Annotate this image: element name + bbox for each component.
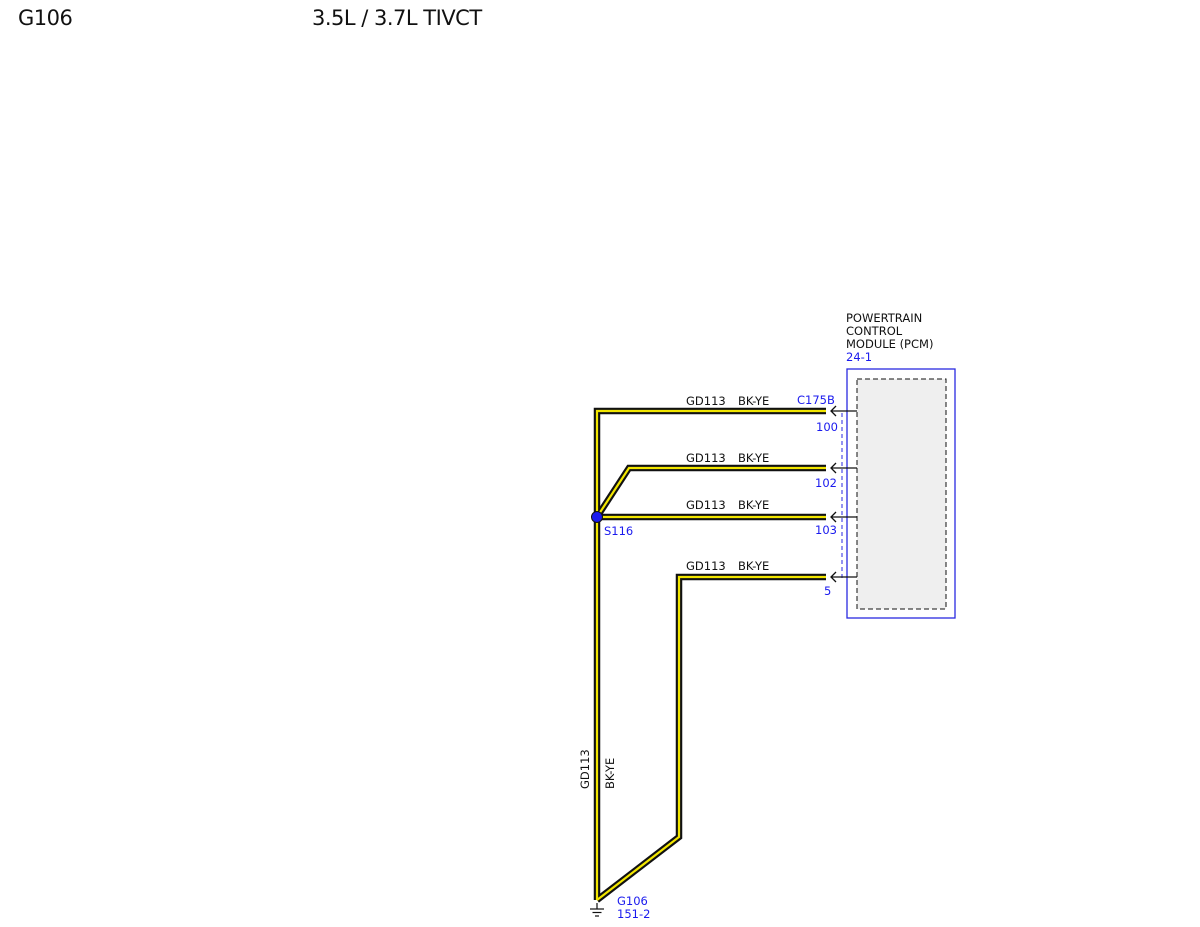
vertical-wire-color: BK-YE bbox=[603, 758, 617, 789]
splice-dot[interactable] bbox=[591, 511, 603, 523]
wire-4-color: BK-YE bbox=[738, 559, 769, 573]
pin-5-label: 5 bbox=[824, 584, 831, 598]
wire-pin-5-inner bbox=[596, 575, 826, 901]
module-name-line-2: CONTROL bbox=[846, 324, 903, 338]
wire-2-circuit: GD113 bbox=[686, 451, 726, 465]
ground-id-title: G106 bbox=[18, 6, 73, 30]
wire-pin-100-outer[interactable] bbox=[593, 407, 826, 900]
module-name-line-3: MODULE (PCM) bbox=[846, 337, 933, 351]
pcm-module-box[interactable] bbox=[846, 368, 956, 619]
wire-1-color: BK-YE bbox=[738, 394, 769, 408]
vertical-wire-circuit: GD113 bbox=[578, 749, 592, 789]
wire-3-color: BK-YE bbox=[738, 498, 769, 512]
pin-arrow-icon bbox=[830, 511, 857, 523]
wire-3-circuit: GD113 bbox=[686, 498, 726, 512]
module-ref: 24-1 bbox=[846, 350, 872, 364]
wire-pin-5-outer[interactable] bbox=[595, 573, 826, 903]
pin-103-label: 103 bbox=[815, 523, 837, 537]
ground-ref-label: 151-2 bbox=[617, 907, 650, 921]
engine-title: 3.5L / 3.7L TIVCT bbox=[312, 6, 482, 30]
pcm-module-inner bbox=[856, 378, 947, 610]
wire-2-color: BK-YE bbox=[738, 451, 769, 465]
pin-arrows bbox=[830, 405, 857, 583]
connector-id[interactable]: C175B bbox=[797, 393, 835, 407]
pin-arrow-icon bbox=[830, 405, 857, 417]
pin-arrow-icon bbox=[830, 571, 857, 583]
wire-pin-102-inner bbox=[596, 466, 826, 518]
ground-id-label[interactable]: G106 bbox=[617, 894, 648, 908]
module-name-line-1: POWERTRAIN bbox=[846, 311, 922, 325]
pin-arrow-icon bbox=[830, 462, 857, 474]
ground-icon bbox=[590, 903, 604, 917]
wire-pin-100-inner bbox=[595, 409, 826, 900]
wire-1-circuit: GD113 bbox=[686, 394, 726, 408]
splice-label[interactable]: S116 bbox=[604, 524, 633, 538]
wire-4-circuit: GD113 bbox=[686, 559, 726, 573]
pin-102-label: 102 bbox=[815, 476, 837, 490]
pin-100-label: 100 bbox=[816, 420, 838, 434]
wire-group bbox=[593, 407, 826, 903]
